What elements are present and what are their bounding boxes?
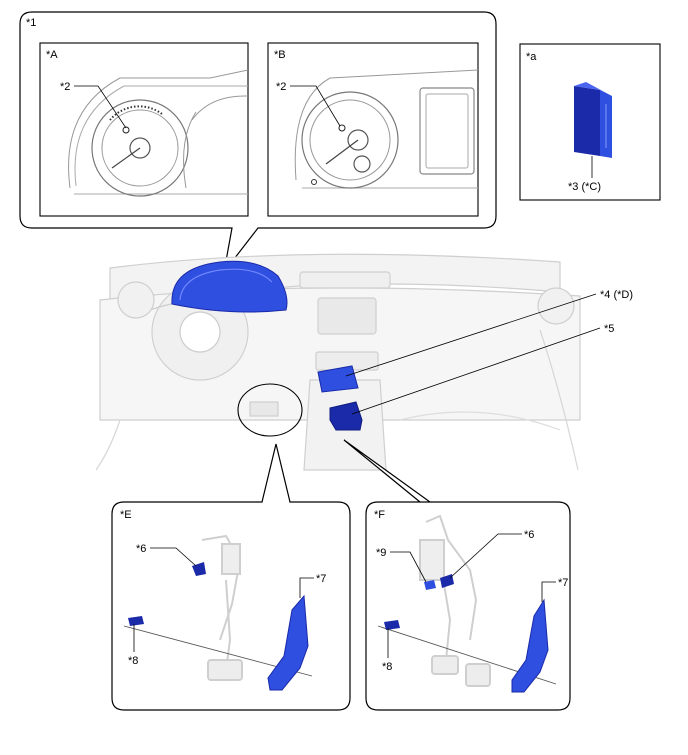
view-b-panel — [267, 42, 479, 217]
view-b-label: *B — [274, 49, 286, 61]
view-e-label: *E — [120, 509, 132, 521]
part-7-f-label: *7 — [558, 577, 568, 589]
part-4-highlight — [317, 365, 359, 393]
dashboard-overview — [95, 253, 581, 471]
leader-4 — [345, 293, 597, 377]
part-8-f-label: *8 — [382, 661, 392, 673]
view-a-panel — [39, 42, 249, 217]
part-6-e-label: *6 — [136, 543, 146, 555]
view-small-a-label: *a — [526, 51, 537, 63]
leader-5 — [351, 327, 601, 415]
part-5-label: *5 — [604, 323, 614, 335]
callout-f-frame — [343, 439, 571, 711]
view-e-pedals — [201, 534, 243, 681]
part-9-label: *9 — [376, 547, 386, 559]
combination-meter-highlight — [171, 260, 288, 313]
callout-1-label: *1 — [26, 17, 36, 29]
part-7-e-label: *7 — [316, 573, 326, 585]
part-2-label-b: *2 — [276, 81, 286, 93]
leader-2b — [290, 85, 341, 127]
part-5-highlight — [329, 401, 363, 431]
part-2-label-a: *2 — [60, 81, 70, 93]
part-3-label: *3 (*C) — [568, 181, 601, 193]
pedal-area-ellipse — [237, 383, 303, 437]
view-a-label: *A — [46, 49, 58, 61]
part-9-highlight — [424, 580, 436, 590]
part-8-e-label: *8 — [128, 655, 138, 667]
part-8-e-highlight — [128, 616, 144, 626]
part-6-f-label: *6 — [524, 529, 534, 541]
leader-2a — [74, 85, 127, 129]
part-4-label: *4 (*D) — [600, 289, 633, 301]
part-8-f-highlight — [384, 620, 400, 630]
part-7-f-highlight — [511, 598, 549, 693]
part-7-e-highlight — [267, 594, 309, 691]
view-f-label: *F — [374, 509, 385, 521]
view-f-pedals — [419, 514, 491, 687]
view-small-a-panel — [519, 43, 661, 201]
